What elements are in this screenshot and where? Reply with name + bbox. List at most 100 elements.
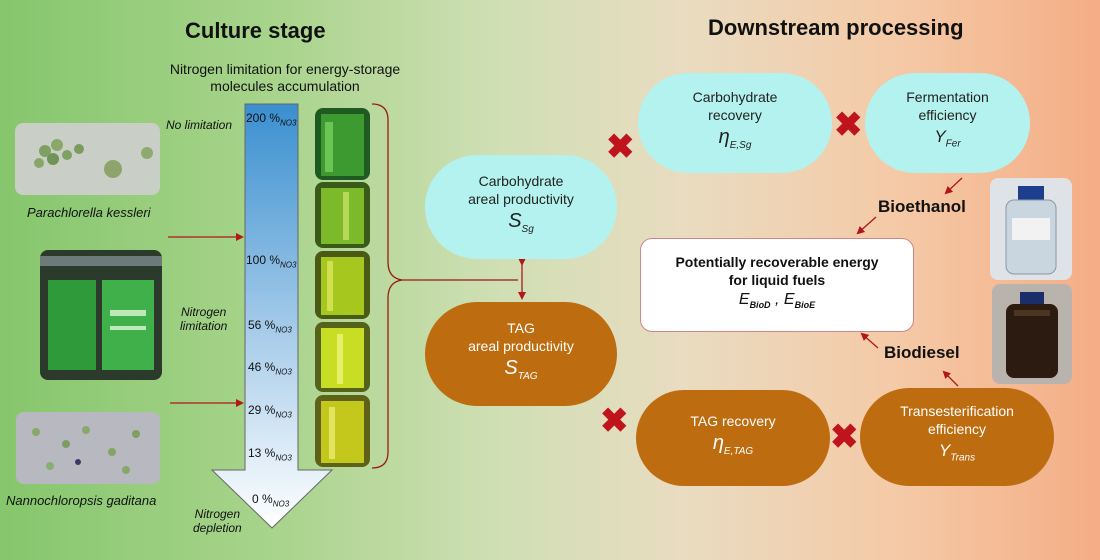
nitrogen-caption-line2: molecules accumulation (210, 78, 360, 94)
node-tag-recovery: TAG recovery ηE,TAG (636, 390, 830, 486)
level-56: 56 %NO3 (248, 318, 292, 334)
level-value: 56 % (248, 318, 276, 332)
parachlorella-micrograph (15, 123, 160, 195)
symbol-sub: Fer (945, 138, 961, 150)
level-value: 13 % (248, 446, 276, 460)
symbol-main: S (508, 209, 522, 232)
level-46: 46 %NO3 (248, 360, 292, 376)
node-symbol: SSg (508, 208, 534, 243)
node-line: efficiency (918, 107, 977, 124)
symbol-separator: , (770, 291, 784, 309)
level-13: 13 %NO3 (248, 446, 292, 462)
level-sub: NO3 (280, 260, 297, 270)
label-depletion-line1: Nitrogen (194, 507, 241, 521)
node-tag-areal-productivity: TAG areal productivity STAG (425, 302, 617, 406)
node-symbol: YFer (934, 124, 960, 157)
arrow-biodiesel-box (860, 332, 879, 349)
cross-icon: ✖ (834, 106, 863, 144)
energy-box-symbols: EBioD , EBioE (739, 289, 815, 316)
symbol-main: Y (934, 127, 946, 147)
label-nitrogen-limitation: Nitrogen limitation (180, 305, 227, 333)
nannochloropsis-micrograph (16, 412, 160, 484)
symbol-main: η (712, 431, 724, 454)
node-line: TAG (507, 319, 535, 336)
arrow-fermentation-bioethanol (944, 177, 963, 195)
node-symbol: ηE,Sg (719, 124, 752, 159)
node-symbol: ηE,TAG (713, 430, 753, 465)
reactor-photo-4 (315, 322, 370, 392)
product-bioethanol: Bioethanol (878, 197, 966, 216)
photobioreactor-bracket (371, 103, 403, 469)
level-value: 200 % (246, 111, 281, 125)
reactor-photo-1 (315, 108, 370, 180)
node-line: recovery (708, 106, 762, 123)
downstream-title: Downstream processing (708, 15, 964, 40)
node-carbohydrate-areal-productivity: Carbohydrate areal productivity SSg (425, 155, 617, 259)
species-nannochloropsis: Nannochloropsis gaditana (6, 493, 157, 508)
node-transesterification-efficiency: Transesterification efficiency YTrans (860, 388, 1054, 486)
energy-box-line2: for liquid fuels (728, 272, 826, 289)
symbol-sub: E,Sg (729, 139, 752, 151)
node-line: TAG recovery (690, 412, 776, 429)
cross-icon: ✖ (830, 418, 859, 456)
symbol-main: Y (938, 441, 951, 461)
bioethanol-bottle-photo (990, 178, 1072, 280)
label-limitation-line1: Nitrogen (181, 305, 227, 319)
biodiesel-bottle-photo (992, 284, 1072, 384)
node-symbol: STAG (504, 355, 537, 390)
level-29: 29 %NO3 (248, 403, 292, 419)
product-biodiesel: Biodiesel (884, 343, 960, 362)
level-sub: NO3 (275, 453, 292, 463)
symbol-main: E (738, 291, 750, 309)
recoverable-energy-box: Potentially recoverable energy for liqui… (640, 238, 914, 332)
node-symbol: YTrans (939, 438, 975, 471)
energy-box-line1: Potentially recoverable energy (675, 254, 879, 271)
nitrogen-gradient-arrow (210, 103, 334, 529)
node-fermentation-efficiency: Fermentation efficiency YFer (865, 73, 1030, 173)
reactor-photo-5 (315, 395, 370, 467)
symbol-sub: BioD (749, 300, 771, 311)
nitrogen-caption: Nitrogen limitation for energy-storage m… (140, 61, 430, 95)
level-value: 0 % (252, 492, 273, 506)
node-line: Carbohydrate (478, 172, 564, 189)
node-line: Transesterification (900, 403, 1014, 420)
node-line: areal productivity (468, 337, 574, 354)
symbol-sub: BioE (794, 300, 816, 311)
node-line: Fermentation (906, 89, 989, 106)
nitrogen-caption-line1: Nitrogen limitation for energy-storage (169, 61, 401, 77)
symbol-sub: Sg (521, 223, 534, 235)
reactor-photo-3 (315, 251, 370, 319)
node-line: areal productivity (468, 190, 574, 207)
level-sub: NO3 (275, 367, 292, 377)
arrow-trans-biodiesel (942, 370, 959, 387)
symbol-sub: TAG (517, 370, 538, 382)
label-depletion-line2: depletion (193, 521, 242, 535)
level-value: 100 % (246, 253, 281, 267)
level-value: 29 % (248, 403, 276, 417)
culture-stage-title: Culture stage (185, 18, 326, 43)
photobioreactor-photo (40, 250, 162, 380)
symbol-main: E (783, 291, 795, 309)
symbol-main: η (718, 125, 730, 148)
node-carbohydrate-recovery: Carbohydrate recovery ηE,Sg (638, 73, 832, 173)
reactor-photo-2 (315, 182, 370, 248)
level-0: 0 %NO3 (252, 492, 289, 508)
species-parachlorella: Parachlorella kessleri (27, 205, 151, 220)
node-line: Carbohydrate (692, 88, 778, 105)
level-sub: NO3 (280, 118, 297, 128)
symbol-sub: Trans (950, 452, 976, 464)
cross-icon: ✖ (606, 128, 635, 166)
level-200: 200 %NO3 (246, 111, 296, 127)
cross-icon: ✖ (600, 402, 629, 440)
symbol-sub: E,TAG (723, 445, 754, 457)
label-nitrogen-depletion: Nitrogen depletion (193, 507, 242, 535)
symbol-main: S (504, 356, 518, 379)
level-sub: NO3 (275, 325, 292, 335)
level-100: 100 %NO3 (246, 253, 296, 269)
label-limitation-line2: limitation (180, 319, 228, 333)
label-no-limitation: No limitation (166, 118, 233, 132)
level-sub: NO3 (272, 499, 290, 509)
node-line: efficiency (927, 421, 987, 438)
